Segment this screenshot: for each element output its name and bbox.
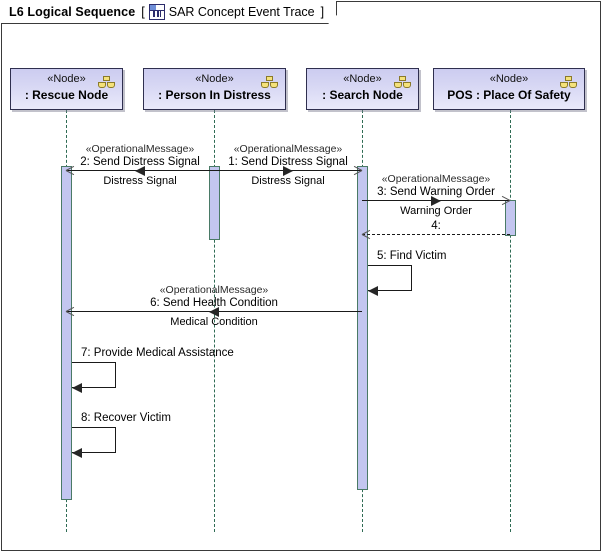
- self-message-label-8: 8: Recover Victim: [81, 412, 171, 424]
- message-label-3: 3: Send Warning Order: [377, 186, 495, 198]
- node-icon: [560, 76, 577, 89]
- message-signal-3: Warning Order: [400, 205, 472, 217]
- self-message-loop-7[interactable]: [72, 362, 116, 388]
- message-label-4: 4:: [431, 220, 441, 232]
- lifeline-stereotype: «Node»: [343, 73, 382, 85]
- frame-diagram-name: SAR Concept Event Trace: [168, 5, 315, 19]
- node-icon: [261, 76, 278, 89]
- lifeline-head-4[interactable]: «Node» POS : Place Of Safety: [433, 68, 585, 110]
- message-arrowhead-2: [135, 166, 145, 176]
- self-message-label-7: 7: Provide Medical Assistance: [81, 347, 234, 359]
- message-endpoint-arrow-6: [66, 307, 75, 316]
- frame-title: L6 Logical Sequence: [9, 5, 136, 19]
- activation-bar-2[interactable]: [209, 166, 220, 240]
- message-signal-6: Medical Condition: [170, 316, 258, 328]
- activation-bar-1[interactable]: [61, 166, 72, 500]
- message-signal-2: Distress Signal: [103, 175, 177, 187]
- self-message-label-5: 5: Find Victim: [377, 250, 447, 262]
- lifeline-name: POS : Place Of Safety: [447, 88, 571, 102]
- message-arrowhead-6: [209, 307, 219, 317]
- message-arrowhead-3: [431, 196, 441, 206]
- lifeline-head-2[interactable]: «Node» : Person In Distress: [143, 68, 286, 110]
- sequence-diagram-icon: [149, 4, 165, 20]
- message-arrowhead-1: [283, 166, 293, 176]
- frame-title-tab[interactable]: L6 Logical Sequence [ SAR Concept Event …: [1, 1, 337, 24]
- lifeline-name: : Person In Distress: [158, 88, 271, 102]
- lifeline-stereotype: «Node»: [489, 73, 529, 85]
- self-message-arrowhead-8: [72, 448, 82, 458]
- frame-bracket-close: ]: [320, 5, 325, 19]
- message-label-2: 2: Send Distress Signal: [80, 156, 200, 168]
- lifeline-4[interactable]: [510, 110, 511, 532]
- message-stereotype-3: «OperationalMessage»: [381, 173, 491, 185]
- message-line-4[interactable]: [362, 234, 510, 235]
- node-icon: [98, 76, 115, 89]
- self-message-arrowhead-5: [368, 286, 378, 296]
- message-stereotype-6: «OperationalMessage»: [159, 284, 269, 296]
- message-stereotype-2: «OperationalMessage»: [85, 143, 195, 155]
- message-signal-1: Distress Signal: [251, 175, 325, 187]
- self-message-arrowhead-7: [72, 383, 82, 393]
- self-message-loop-8[interactable]: [72, 427, 116, 453]
- lifeline-stereotype: «Node»: [195, 73, 234, 85]
- lifeline-stereotype: «Node»: [47, 73, 86, 85]
- message-label-6: 6: Send Health Condition: [150, 297, 278, 309]
- node-icon: [394, 76, 411, 89]
- activation-bar-3[interactable]: [357, 166, 368, 490]
- frame-bracket-open: [: [141, 5, 145, 19]
- message-label-1: 1: Send Distress Signal: [228, 156, 348, 168]
- lifeline-name: : Search Node: [322, 88, 403, 102]
- message-stereotype-1: «OperationalMessage»: [233, 143, 343, 155]
- lifeline-name: : Rescue Node: [24, 88, 109, 102]
- lifeline-head-3[interactable]: «Node» : Search Node: [306, 68, 419, 110]
- lifeline-head-1[interactable]: «Node» : Rescue Node: [10, 68, 123, 110]
- self-message-loop-5[interactable]: [368, 265, 412, 291]
- lifeline-2[interactable]: [214, 110, 215, 532]
